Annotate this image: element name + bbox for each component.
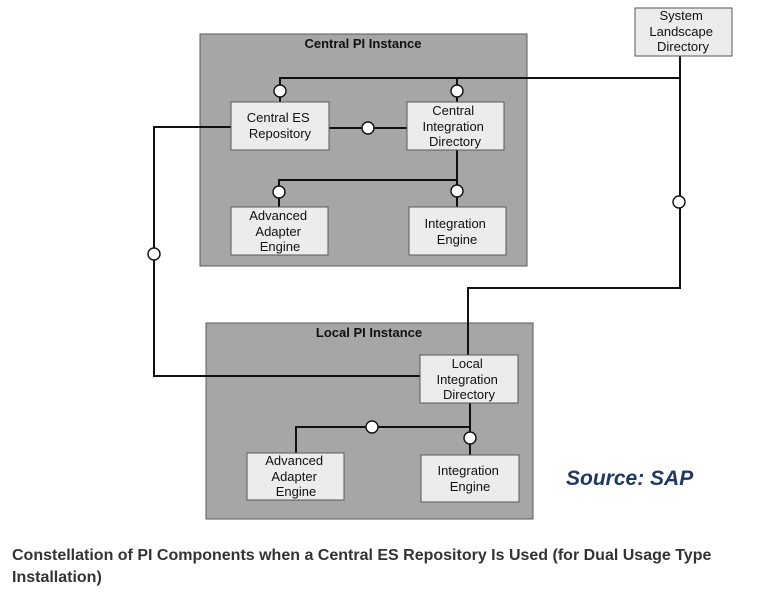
local-integration-directory-box [419, 354, 519, 404]
local-integration-engine-box [420, 454, 520, 503]
sld-local-link [467, 56, 681, 355]
central-integration-directory-label: Central Integration Directory [422, 103, 487, 149]
pi-components-diagram: Central PI Instance Local PI Instance Sy… [147, 7, 733, 520]
port-sld-es-repository [273, 84, 287, 98]
central-integration-directory-box [406, 101, 505, 151]
central-integration-engine-box [408, 206, 507, 256]
system-landscape-directory-box [634, 7, 733, 57]
port-local-id-aae [365, 420, 379, 434]
local-integration-directory-label: Local Integration Directory [436, 356, 501, 402]
central-integration-engine-label: Integration Engine [424, 216, 489, 247]
central-advanced-adapter-engine-box [230, 206, 329, 256]
local-pi-instance-title: Local PI Instance [316, 325, 422, 340]
source-label: Source: SAP [566, 467, 694, 490]
local-advanced-adapter-engine-label: Advanced Adapter Engine [265, 453, 326, 499]
local-id-engines-bus [295, 403, 471, 453]
port-central-id-ie [450, 184, 464, 198]
port-central-id-aae [272, 185, 286, 199]
central-advanced-adapter-engine-label: Advanced Adapter Engine [249, 208, 310, 254]
central-pi-instance-title: Central PI Instance [304, 36, 421, 51]
port-es-repo-central-id [361, 121, 375, 135]
port-sld-central-id [450, 84, 464, 98]
local-integration-engine-label: Integration Engine [437, 463, 502, 494]
system-landscape-directory-label: System Landscape Directory [649, 8, 716, 54]
port-sld-local [672, 195, 686, 209]
central-es-repository-label: Central ES Repository [247, 110, 314, 141]
interface-ports [147, 84, 686, 445]
port-local-id-ie [463, 431, 477, 445]
local-advanced-adapter-engine-box [246, 452, 345, 501]
figure-caption: Constellation of PI Components when a Ce… [12, 547, 712, 586]
port-es-repo-local [147, 247, 161, 261]
central-es-repository-box [230, 101, 330, 151]
